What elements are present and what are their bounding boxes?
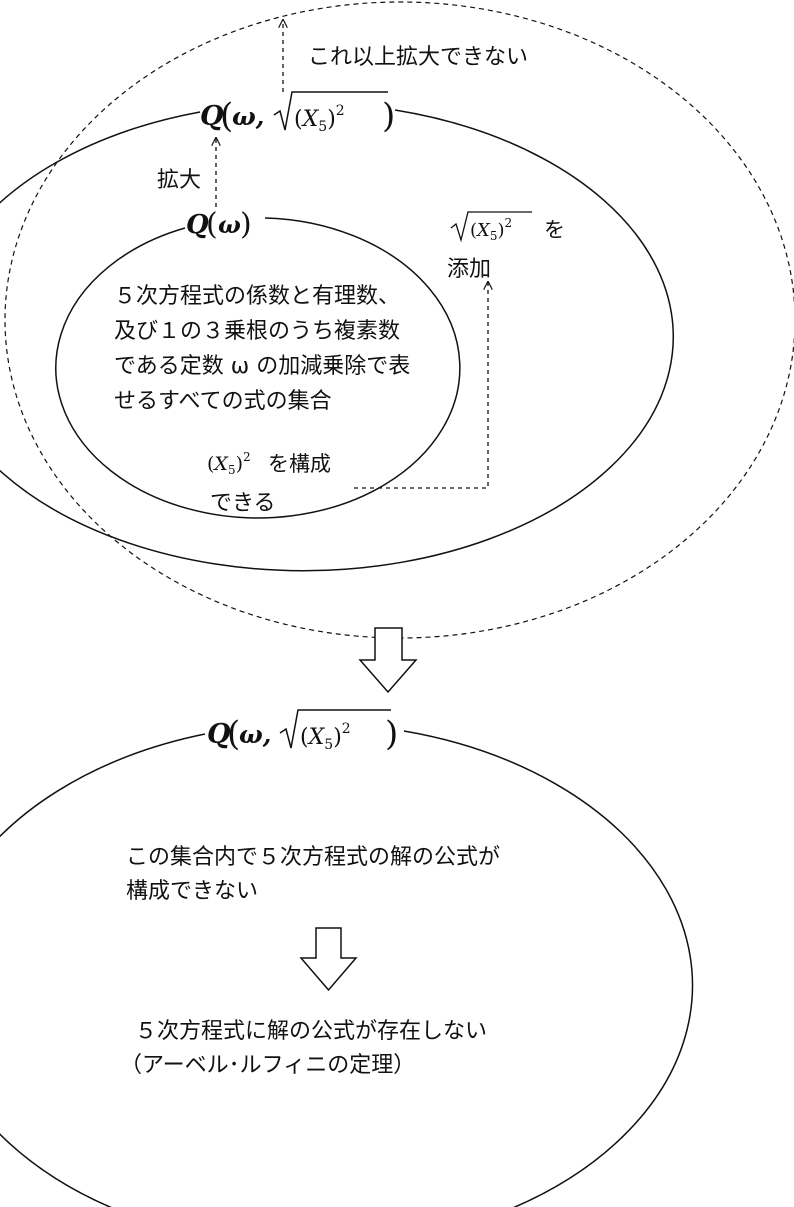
conclusion-line-2: （アーベル･ルフィニの定理） <box>120 1053 415 1078</box>
open-paren: ( <box>220 96 233 136</box>
radicand-x5-squared: (X5)2 <box>300 721 351 753</box>
field-symbol-q: Q <box>186 210 209 240</box>
no-formula-line-1: この集合内で５次方程式の解の公式が <box>126 845 500 870</box>
extended-field-label: Q ( ω, (X5)2 ) <box>200 91 395 136</box>
base-field-ellipse <box>55 217 461 519</box>
expansion-text: 拡大 <box>157 168 201 193</box>
base-field-label: Q ( ω ) <box>186 207 252 242</box>
adjoin-text: 添加 <box>447 257 491 282</box>
abel-ruffini-conclusion: ５次方程式に解の公式が存在しない （アーベル･ルフィニの定理） <box>120 1019 487 1078</box>
field-symbol-q: Q <box>207 719 231 750</box>
adjoin-label: (X5)2 を 添加 <box>447 211 565 282</box>
constructible-line-1: を構成 <box>268 452 331 476</box>
field-symbol-q: Q <box>200 101 224 132</box>
constructible-line-2: できる <box>210 491 276 516</box>
no-formula-in-field-text: この集合内で５次方程式の解の公式が 構成できない <box>126 845 500 904</box>
no-more-expansion-text: これ以上拡大できない <box>308 45 528 70</box>
result-field-label: Q ( ω, (X5)2 ) <box>207 709 398 754</box>
sqrt-symbol <box>279 709 391 749</box>
description-line-4: せるすべての式の集合 <box>114 389 332 414</box>
extended-field-ellipse <box>0 109 674 572</box>
open-paren: ( <box>227 714 240 754</box>
radicand-x5-squared: (X5)2 <box>294 103 345 135</box>
constructible-label: (X5)2 を構成 できる <box>207 450 331 516</box>
close-paren: ) <box>382 96 395 136</box>
conclusion-line-1: ５次方程式に解の公式が存在しない <box>135 1019 487 1044</box>
implies-arrow-2 <box>299 927 358 992</box>
implies-arrow-1 <box>358 627 418 694</box>
sqrt-symbol <box>450 211 532 243</box>
description-line-3: である定数 ω の加減乗除で表 <box>114 354 410 379</box>
close-paren: ) <box>240 207 252 242</box>
open-paren: ( <box>206 207 218 242</box>
omega-comma: ω, <box>232 102 265 131</box>
base-field-description: ５次方程式の係数と有理数、 及び１の３乗根のうち複素数 である定数 ω の加減乗… <box>114 284 410 414</box>
description-line-1: ５次方程式の係数と有理数、 <box>114 284 400 309</box>
adjoin-particle: を <box>544 218 565 242</box>
close-paren: ) <box>385 714 398 754</box>
radicand-x5-squared: (X5)2 <box>470 216 512 243</box>
omega-comma: ω, <box>239 720 272 749</box>
no-formula-line-2: 構成できない <box>126 879 258 904</box>
sqrt-symbol <box>273 91 388 131</box>
omega: ω <box>218 210 241 239</box>
result-field-ellipse <box>0 730 694 1207</box>
x5-squared-expr: (X5)2 <box>207 450 251 477</box>
description-line-2: 及び１の３乗根のうち複素数 <box>114 319 400 344</box>
